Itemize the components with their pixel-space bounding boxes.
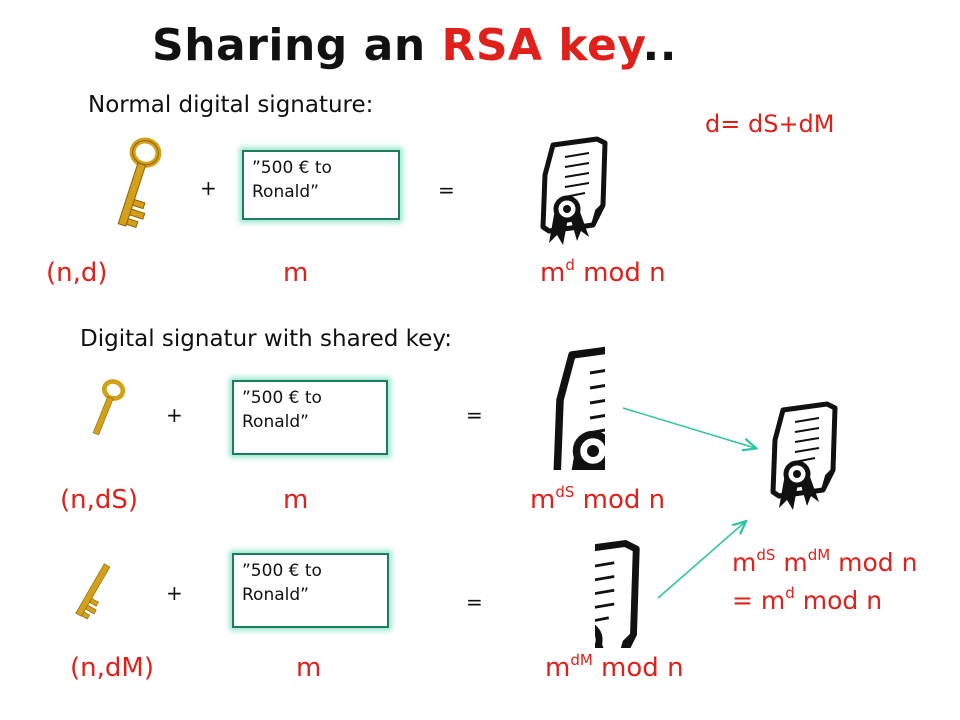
message-label: m [283, 258, 309, 288]
combined-equals-signature: = md mod n [732, 584, 883, 615]
plus-sign: + [200, 176, 217, 200]
equals-sign: = [466, 403, 483, 427]
combined-signature: mdS mdM mod n [732, 546, 918, 577]
message-line-2: Ronald” [242, 585, 309, 605]
key-label-dm: (n,dM) [70, 653, 154, 683]
message-box: ”500 € to Ronald” [232, 553, 389, 628]
message-box: ”500 € to Ronald” [232, 380, 388, 455]
slide-title: Sharing an RSA key.. [152, 20, 677, 71]
equals-sign: = [438, 178, 455, 202]
key-icon [92, 379, 126, 436]
arrow [622, 407, 755, 448]
message-label: m [283, 485, 309, 515]
shared-signature-heading: Digital signatur with shared key: [80, 326, 453, 352]
equals-sign: = [466, 590, 483, 614]
key-icon [75, 563, 111, 620]
key-icon [117, 137, 162, 228]
plus-sign: + [166, 581, 183, 605]
signature-label: md mod n [540, 256, 666, 288]
message-label: m [296, 653, 322, 683]
message-line-1: ”500 € to [242, 561, 322, 581]
normal-signature-heading: Normal digital signature: [88, 92, 374, 118]
key-split-formula: d= dS+dM [705, 110, 835, 138]
plus-sign: + [166, 403, 183, 427]
partial-signature-ds: mdS mod n [530, 483, 666, 515]
key-label-d: (n,d) [46, 258, 108, 288]
arrow [657, 522, 745, 599]
message-line-2: Ronald” [242, 412, 309, 432]
message-line-1: ”500 € to [242, 388, 322, 408]
partial-signature-dm: mdM mod n [545, 651, 684, 683]
message-box: ”500 € to Ronald” [242, 150, 400, 220]
message-line-1: ”500 € to [252, 158, 332, 178]
message-line-2: Ronald” [252, 182, 319, 202]
key-label-ds: (n,dS) [60, 485, 139, 515]
